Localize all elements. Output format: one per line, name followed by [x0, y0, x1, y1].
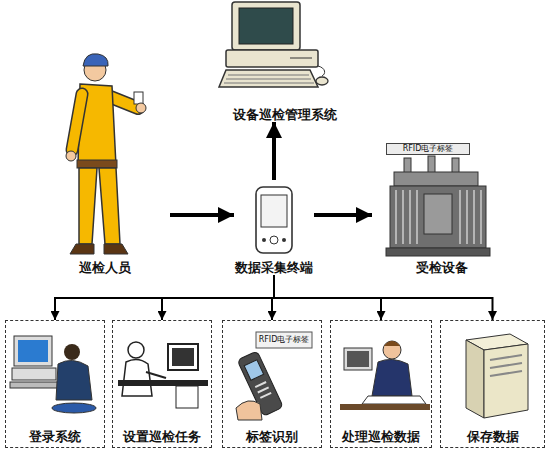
terminal-illustration: [256, 187, 292, 253]
task-box: 处理巡检数据: [330, 320, 432, 448]
node-caption: 标签识别: [246, 429, 298, 444]
figure-node: 巡检人员: [40, 60, 170, 275]
branch-arrow: [274, 275, 493, 320]
node-caption: 受检设备: [416, 260, 468, 275]
planning-illustration: [118, 342, 208, 408]
node-caption: 数据采集终端: [235, 260, 313, 275]
branch-arrow: [55, 275, 274, 320]
flow-arrow: [170, 213, 234, 217]
computer-illustration: [219, 2, 328, 87]
transformer-illustration: [386, 156, 490, 256]
figure-node: 数据采集终端: [234, 180, 314, 275]
flow-arrow: [272, 122, 276, 180]
branch-arrow: [162, 275, 274, 320]
login-illustration: [10, 336, 96, 413]
node-caption: 设备巡检管理系统: [233, 107, 337, 122]
node-caption: 设置巡检任务: [123, 429, 201, 444]
branch-arrow: [274, 275, 381, 320]
reader-illustration: [236, 332, 312, 420]
branch-arrow: [272, 275, 274, 320]
node-caption: 巡检人员: [79, 260, 131, 275]
task-box: 保存数据: [440, 320, 545, 448]
task-box: 登录系统: [5, 320, 105, 448]
tag-label: RFID电子标签: [386, 143, 470, 155]
flow-arrow: [314, 213, 372, 217]
node-caption: 登录系统: [29, 429, 81, 444]
node-caption: 处理巡检数据: [342, 429, 420, 444]
node-caption: 保存数据: [467, 429, 519, 444]
server-illustration: [466, 334, 528, 418]
analyst-illustration: [340, 341, 430, 410]
tag-label: RFID电子标签: [256, 335, 312, 345]
figure-node: 设备巡检管理系统: [210, 0, 360, 122]
worker-illustration: [66, 54, 146, 254]
task-box: 设置巡检任务: [112, 320, 212, 448]
